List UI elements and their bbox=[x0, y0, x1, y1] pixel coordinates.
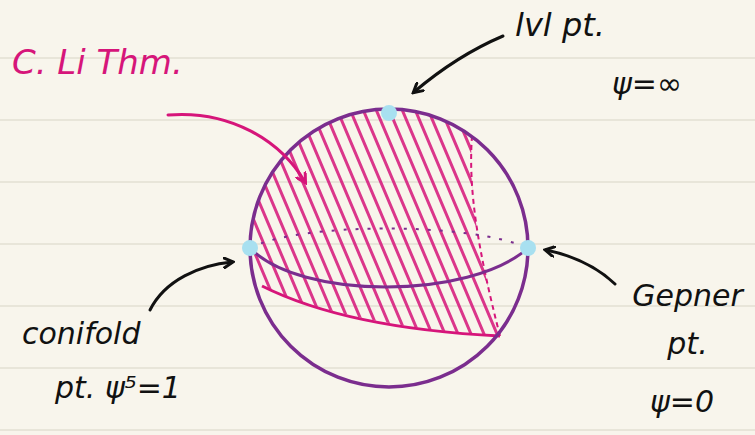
hatch-stroke bbox=[125, 100, 235, 360]
hatch-stroke bbox=[515, 100, 625, 360]
hatch-stroke bbox=[138, 100, 248, 360]
gepner-point bbox=[520, 240, 536, 256]
hatch-stroke bbox=[619, 100, 729, 360]
hatch-stroke bbox=[476, 100, 586, 360]
region-boundary bbox=[262, 286, 500, 336]
point-label: ψ=∞ bbox=[612, 66, 682, 102]
point-label: conifold bbox=[22, 316, 141, 352]
point-label: pt. ψ⁵=1 bbox=[55, 370, 181, 406]
hatch-stroke bbox=[684, 100, 755, 360]
hatch-stroke bbox=[632, 100, 742, 360]
hatch-stroke bbox=[502, 100, 612, 360]
conifold-point bbox=[242, 240, 258, 256]
hatch-stroke bbox=[0, 100, 1, 360]
leader-arrow bbox=[168, 114, 305, 182]
point-label: C. Li Thm. bbox=[12, 42, 183, 83]
hatch-stroke bbox=[437, 100, 547, 360]
hatch-stroke bbox=[593, 100, 703, 360]
hatch-stroke bbox=[541, 100, 651, 360]
point-label: Gepner pt. bbox=[625, 272, 750, 368]
point-label: ψ=0 bbox=[650, 384, 714, 420]
equator-back bbox=[250, 229, 528, 249]
hatch-stroke bbox=[463, 100, 573, 360]
hatch-stroke bbox=[671, 100, 755, 360]
hatch-stroke bbox=[658, 100, 755, 360]
hatch-stroke bbox=[567, 100, 677, 360]
hatch-stroke bbox=[606, 100, 716, 360]
leader-arrow bbox=[546, 250, 615, 284]
leader-arrow bbox=[414, 36, 503, 92]
hatch-stroke bbox=[0, 100, 14, 360]
point-label: lvl pt. bbox=[515, 6, 605, 44]
equator-front bbox=[250, 248, 528, 287]
shaded-region bbox=[0, 100, 755, 360]
hatch-stroke bbox=[554, 100, 664, 360]
region-boundary bbox=[471, 136, 500, 336]
hatch-stroke bbox=[450, 100, 560, 360]
leader-arrow bbox=[150, 262, 232, 310]
sphere-outline bbox=[250, 109, 528, 387]
hatch-stroke bbox=[151, 100, 261, 360]
lvl-point bbox=[381, 105, 397, 121]
ruled-lines bbox=[0, 58, 755, 430]
hatch-stroke bbox=[645, 100, 755, 360]
hatch-stroke bbox=[528, 100, 638, 360]
hatch-stroke bbox=[580, 100, 690, 360]
hatch-stroke bbox=[697, 100, 755, 360]
